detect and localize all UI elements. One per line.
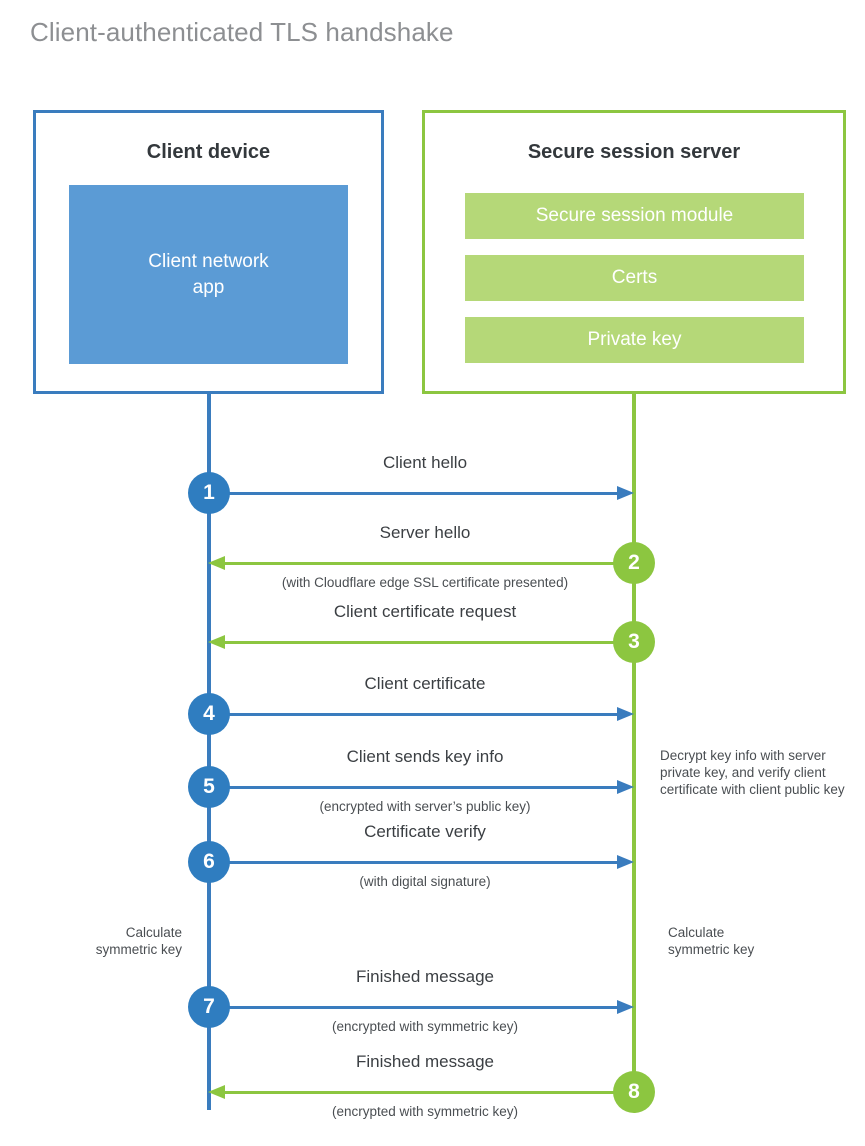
arrow-line-4 <box>209 713 619 716</box>
message-label-6: Certificate verify <box>364 822 486 841</box>
arrow-head-icon-6 <box>617 855 634 869</box>
step-badge-2: 2 <box>613 542 655 584</box>
message-label-4: Client certificate <box>364 674 486 693</box>
arrow-line-7 <box>209 1006 619 1009</box>
arrow-head-icon-2 <box>208 556 225 570</box>
server-bar-certs: Certs <box>465 255 804 301</box>
arrow-line-3 <box>225 641 634 644</box>
arrow-head-icon-8 <box>208 1085 225 1099</box>
step-badge-1: 1 <box>188 472 230 514</box>
message-sublabel-2: (with Cloudflare edge SSL certificate pr… <box>281 575 569 590</box>
message-sublabel-5: (encrypted with server’s public key) <box>319 799 531 814</box>
message-sublabel-6: (with digital signature) <box>359 874 491 889</box>
server-lifeline <box>632 394 636 1096</box>
step-badge-4: 4 <box>188 693 230 735</box>
arrow-head-icon-1 <box>617 486 634 500</box>
message-label-3: Client certificate request <box>333 602 517 621</box>
step-badge-5: 5 <box>188 766 230 808</box>
arrow-line-1 <box>209 492 619 495</box>
arrow-head-icon-4 <box>617 707 634 721</box>
arrow-line-8 <box>225 1091 634 1094</box>
server-bar-private-key: Private key <box>465 317 804 363</box>
arrow-line-2 <box>225 562 634 565</box>
arrow-line-5 <box>209 786 619 789</box>
arrow-line-6 <box>209 861 619 864</box>
message-label-5: Client sends key info <box>346 747 504 766</box>
secure-session-server-title: Secure session server <box>527 141 741 163</box>
secure-session-server-box: Secure session server Secure session mod… <box>422 110 846 394</box>
client-device-title: Client device <box>146 141 271 163</box>
message-sublabel-8: (encrypted with symmetric key) <box>331 1104 519 1119</box>
note-server-decrypt: Decrypt key info with server private key… <box>660 748 845 797</box>
server-bar-secure-session-module: Secure session module <box>465 193 804 239</box>
step-badge-8: 8 <box>613 1071 655 1113</box>
step-badge-3: 3 <box>613 621 655 663</box>
message-label-1: Client hello <box>382 453 468 472</box>
client-lifeline <box>207 394 211 1110</box>
step-badge-7: 7 <box>188 986 230 1028</box>
arrow-head-icon-7 <box>617 1000 634 1014</box>
page-title: Client-authenticated TLS handshake <box>30 17 454 47</box>
arrow-head-icon-3 <box>208 635 225 649</box>
message-sublabel-7: (encrypted with symmetric key) <box>331 1019 519 1034</box>
message-label-7: Finished message <box>356 967 494 986</box>
message-label-2: Server hello <box>379 523 471 542</box>
step-badge-6: 6 <box>188 841 230 883</box>
arrow-head-icon-5 <box>617 780 634 794</box>
message-label-8: Finished message <box>356 1052 494 1071</box>
